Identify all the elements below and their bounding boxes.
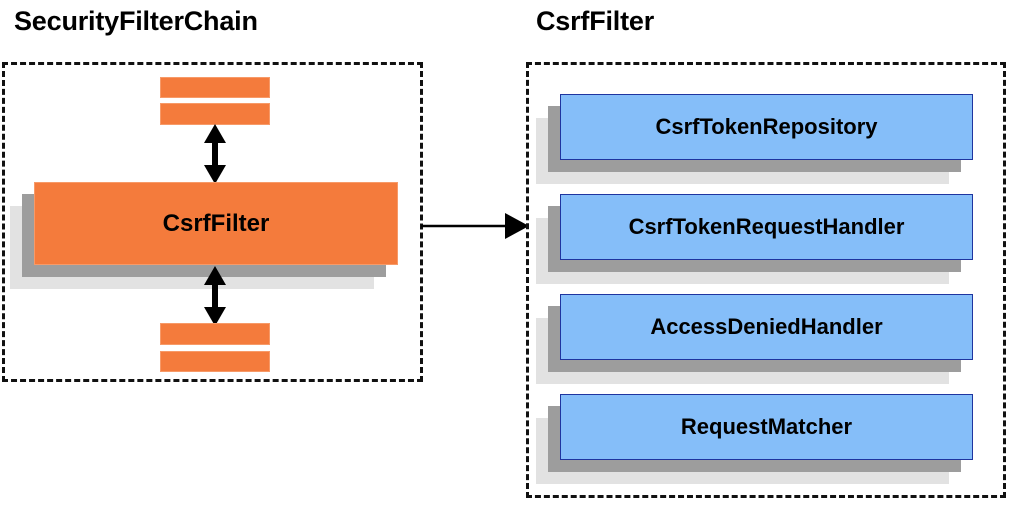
filter-stub-bar-top-2 (160, 103, 270, 125)
collaborator-card-access-denied-handler[interactable]: AccessDeniedHandler (536, 294, 973, 384)
security-filter-chain-container (2, 62, 423, 382)
filter-stub-bar-top-1 (160, 77, 270, 98)
collaborator-card-request-matcher[interactable]: RequestMatcher (536, 394, 973, 484)
double-arrow-down-icon (204, 266, 226, 326)
page-title-csrf-filter: CsrfFilter (536, 6, 655, 36)
connector-arrow-icon (421, 213, 529, 239)
collaborator-card-csrf-token-request-handler[interactable]: CsrfTokenRequestHandler (536, 194, 973, 284)
collaborator-card-csrf-token-repository[interactable]: CsrfTokenRepository (536, 94, 973, 184)
csrf-filter-card[interactable]: CsrfFilter (10, 182, 398, 289)
double-arrow-up-icon (204, 124, 226, 184)
page-title-security-filter-chain: SecurityFilterChain (14, 6, 258, 36)
filter-stub-bar-bottom-2 (160, 351, 270, 372)
collaborator-card-label: CsrfTokenRepository (560, 94, 973, 160)
collaborator-card-label: RequestMatcher (560, 394, 973, 460)
collaborator-card-label: AccessDeniedHandler (560, 294, 973, 360)
csrf-filter-collaborators-container (526, 62, 1006, 498)
collaborator-card-label: CsrfTokenRequestHandler (560, 194, 973, 260)
filter-stub-bar-bottom-1 (160, 323, 270, 345)
csrf-filter-card-label: CsrfFilter (34, 182, 398, 265)
